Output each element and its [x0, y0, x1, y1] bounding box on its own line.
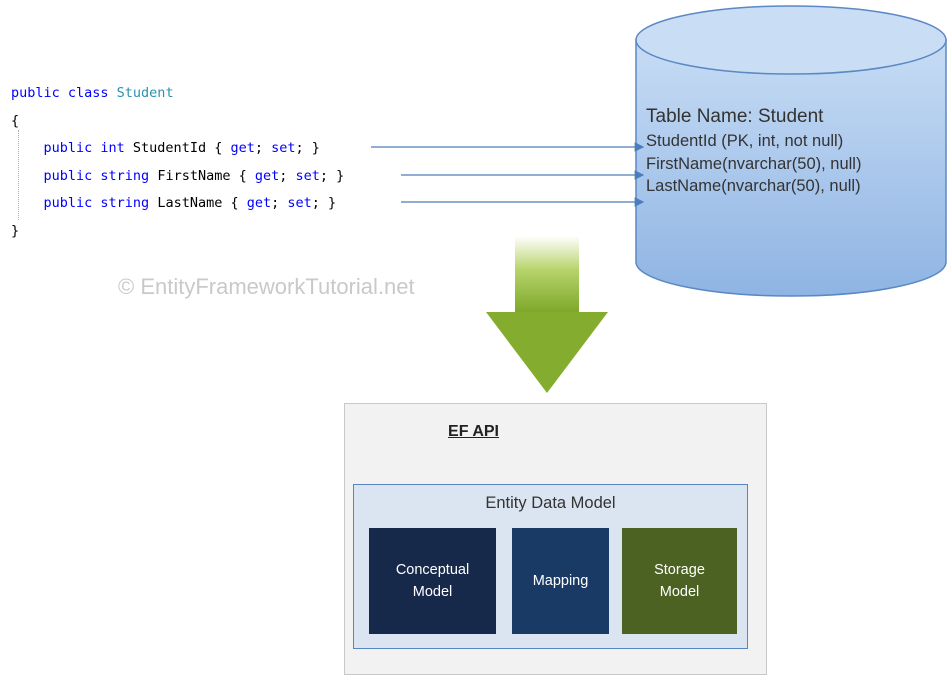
- watermark: © EntityFrameworkTutorial.net: [118, 274, 415, 299]
- code-token: ; }: [295, 140, 320, 156]
- mapping-label: Mapping: [532, 573, 589, 589]
- code-token: ;: [279, 167, 296, 184]
- code-token: ;: [271, 195, 288, 211]
- code-block: public class Student { public int Student…: [11, 80, 344, 245]
- code-token: {: [11, 112, 20, 129]
- down-arrow-icon: [486, 236, 608, 393]
- code-keyword: set: [295, 167, 320, 184]
- code-token: }: [11, 222, 20, 239]
- code-type-name: Student: [116, 85, 174, 101]
- table-name: Table Name: Student: [646, 106, 824, 127]
- code-token: StudentId {: [132, 140, 231, 156]
- database-table-info: Table Name: Student StudentId (PK, int, …: [646, 104, 861, 198]
- code-line: public int StudentId { get; set; }: [11, 135, 344, 163]
- storage-model-label: Storage Model: [654, 562, 705, 600]
- code-indent-guide: [18, 130, 19, 220]
- column-studentid: StudentId (PK, int, not null): [646, 132, 844, 150]
- code-token: [11, 168, 44, 184]
- conceptual-model-tile: Conceptual Model: [369, 528, 496, 634]
- code-keyword: public string: [43, 167, 158, 184]
- ef-api-title-row: EF API: [0, 423, 947, 441]
- code-keyword: public class: [11, 85, 117, 101]
- code-keyword: public string: [43, 195, 158, 211]
- code-keyword: public int: [43, 140, 133, 156]
- code-token: [11, 195, 44, 211]
- database-cylinder-icon: [635, 5, 947, 297]
- code-line: public string FirstName { get; set; }: [11, 163, 345, 191]
- code-token: ; }: [311, 195, 337, 211]
- code-keyword: set: [271, 140, 296, 156]
- code-keyword: get: [230, 140, 255, 156]
- code-token: LastName {: [157, 195, 247, 211]
- code-line: public string LastName { get; set; }: [11, 190, 344, 218]
- code-token: ;: [254, 140, 272, 156]
- code-keyword: set: [287, 195, 312, 211]
- mapping-tile: Mapping: [512, 528, 609, 634]
- entity-data-model-title: Entity Data Model: [485, 494, 616, 512]
- conceptual-model-label: Conceptual Model: [395, 562, 470, 600]
- code-line: public class Student: [11, 80, 344, 108]
- storage-model-tile: Storage Model: [622, 528, 737, 634]
- code-line: {: [11, 108, 344, 136]
- code-keyword: get: [254, 167, 280, 184]
- code-token: FirstName {: [157, 167, 255, 184]
- code-keyword: get: [246, 195, 272, 211]
- code-token: [11, 140, 44, 156]
- code-line: }: [11, 218, 344, 246]
- column-firstname: FirstName(nvarchar(50), null): [646, 154, 862, 173]
- diagram-canvas: [371, 5, 947, 393]
- code-token: ; }: [319, 167, 345, 184]
- column-lastname: LastName(nvarchar(50), null): [646, 177, 861, 195]
- ef-api-title: EF API: [448, 423, 499, 440]
